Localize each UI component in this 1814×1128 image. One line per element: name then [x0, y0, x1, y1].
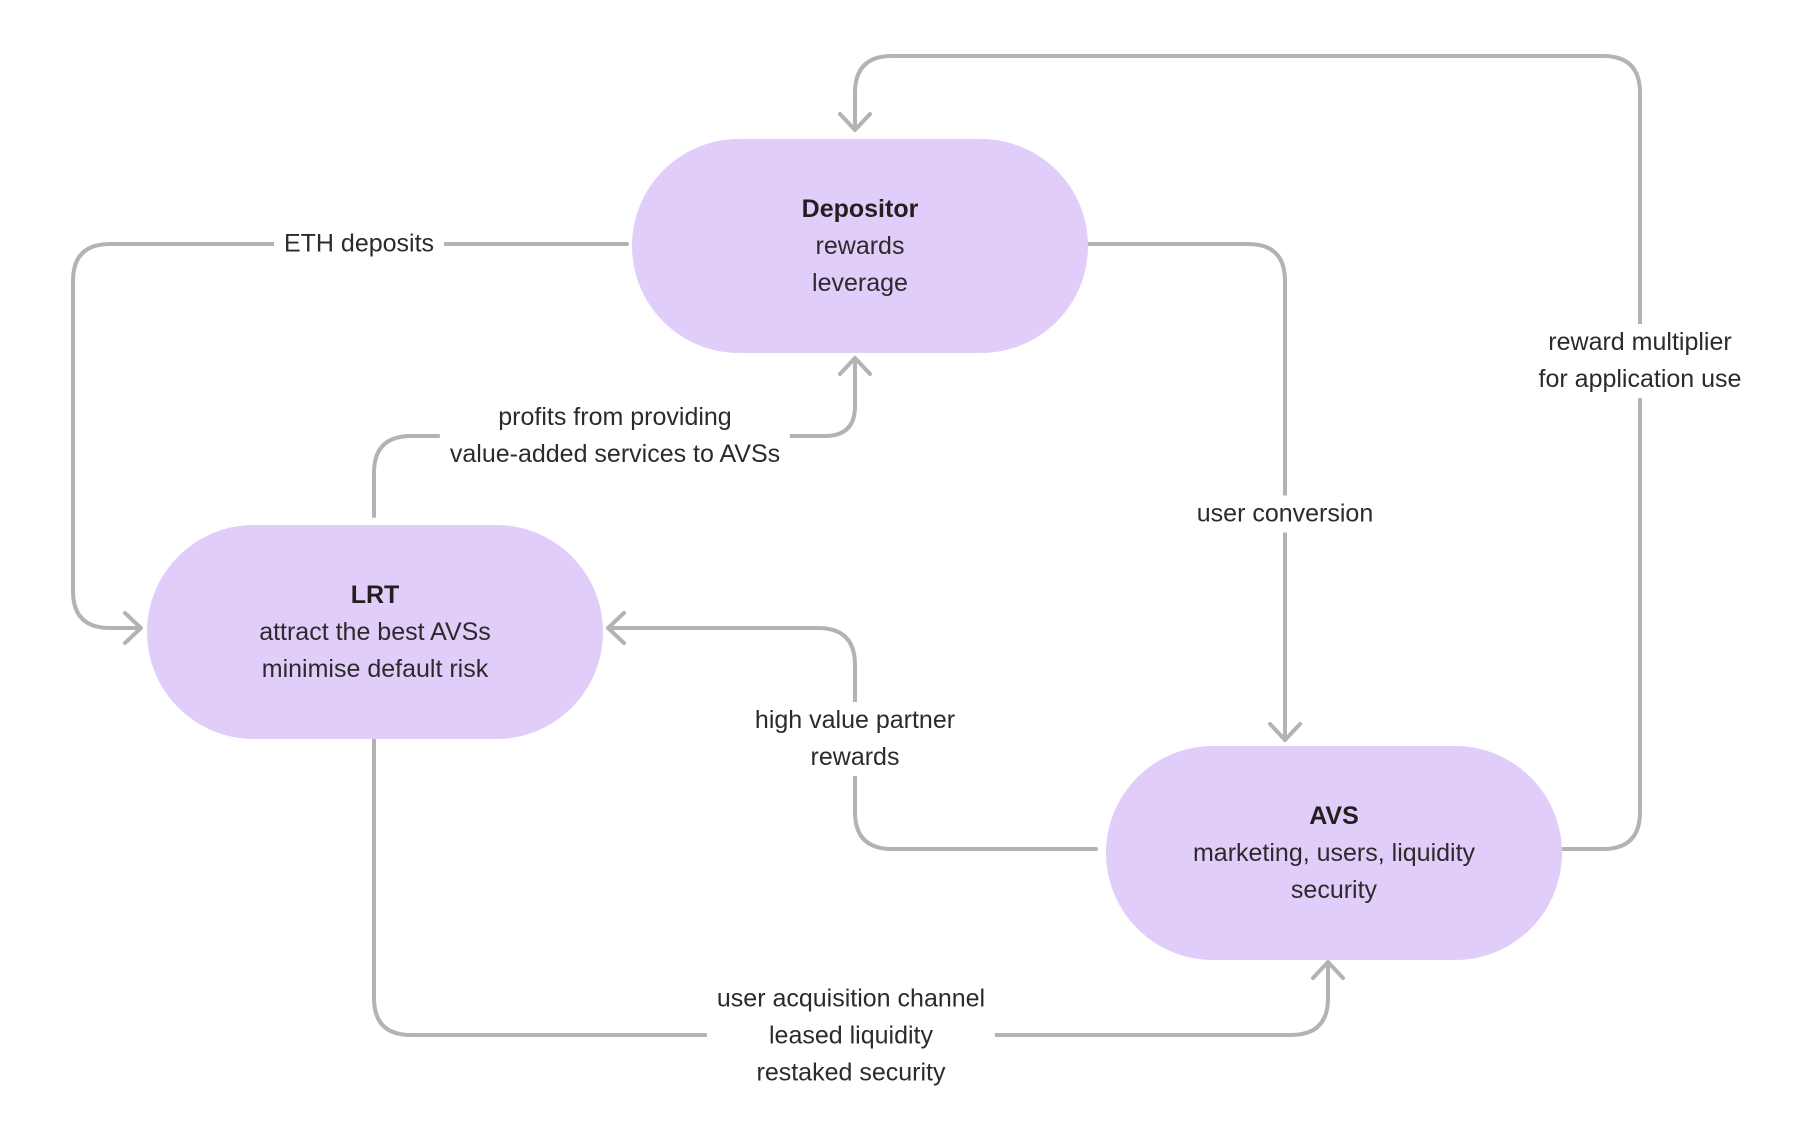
- edge-label-line: user conversion: [1196, 499, 1374, 528]
- node-avs: AVS marketing, users, liquidity security: [1106, 746, 1562, 960]
- edge-label-eth-deposits: ETH deposits: [273, 225, 445, 263]
- node-avs-line: marketing, users, liquidity: [1192, 838, 1476, 867]
- edge-label-line: user acquisition channel: [716, 984, 986, 1013]
- node-lrt-line: attract the best AVSs: [259, 617, 491, 646]
- edge-label-line: profits from providing: [498, 403, 732, 431]
- node-avs-title: AVS: [1309, 801, 1359, 830]
- edge-depositor-to-lrt: [71, 242, 629, 645]
- node-depositor-title: Depositor: [801, 194, 919, 223]
- edge-label-user-conversion: user conversion: [1186, 495, 1384, 533]
- edge-label-high-value-partner: high value partner rewards: [744, 702, 966, 776]
- edge-label-line: reward multiplier: [1548, 328, 1732, 356]
- node-depositor: Depositor rewards leverage: [632, 139, 1088, 353]
- node-lrt-title: LRT: [350, 580, 400, 609]
- edge-label-line: leased liquidity: [768, 1021, 933, 1050]
- edge-label-user-acquisition: user acquisition channel leased liquidit…: [706, 980, 996, 1092]
- edge-lrt-to-depositor: [372, 356, 872, 518]
- edge-avs-to-depositor: [838, 54, 1642, 851]
- edge-label-line: ETH deposits: [283, 229, 435, 258]
- node-depositor-line: rewards: [815, 231, 905, 260]
- edge-depositor-to-avs: [1086, 242, 1302, 742]
- edge-label-line: for application use: [1538, 365, 1742, 393]
- edge-label-profits: profits from providing value-added servi…: [439, 399, 791, 473]
- edge-label-line: high value partner: [754, 706, 956, 734]
- node-avs-line: security: [1290, 875, 1378, 904]
- node-lrt-line: minimise default risk: [261, 654, 489, 683]
- node-depositor-line: leverage: [812, 268, 908, 297]
- edge-label-line: value-added services to AVSs: [449, 440, 781, 468]
- node-lrt: LRT attract the best AVSs minimise defau…: [147, 525, 603, 739]
- edge-label-line: rewards: [810, 743, 900, 771]
- edge-label-line: restaked security: [756, 1058, 946, 1087]
- edge-label-reward-multiplier: reward multiplier for application use: [1528, 324, 1752, 398]
